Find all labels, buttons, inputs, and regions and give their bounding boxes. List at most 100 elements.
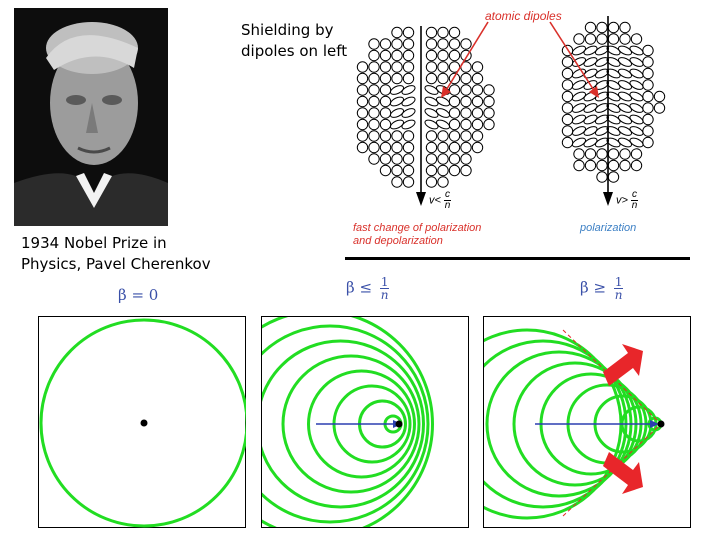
dipole-atom (389, 96, 405, 107)
photo-caption: 1934 Nobel Prize in Physics, Pavel Chere… (21, 233, 211, 275)
right-fraction-num: c (631, 189, 638, 201)
atom (471, 118, 484, 131)
photo-caption-line1: 1934 Nobel Prize in (21, 234, 167, 252)
dipole-atom (617, 137, 633, 148)
atom (402, 26, 415, 39)
photo-caption-line2: Physics, Pavel Cherenkov (21, 255, 211, 273)
atom (402, 164, 415, 177)
right-velocity-arrowhead (603, 192, 613, 206)
dipole-atom (583, 137, 598, 148)
atom (573, 159, 585, 172)
dipole-atom (629, 45, 644, 56)
left-diagram-caption: fast change of polarization and depolari… (353, 222, 481, 248)
atom (368, 72, 380, 85)
atom (630, 159, 643, 172)
atom (483, 107, 495, 119)
atom (596, 159, 608, 172)
atom (584, 21, 597, 34)
pointer-arrowhead-right (589, 86, 599, 98)
dipole-atom (629, 114, 644, 125)
atom (437, 130, 449, 142)
atom (448, 95, 461, 108)
beta-relation-3: ≥ (593, 278, 607, 297)
atom (573, 33, 585, 45)
atom (607, 171, 620, 183)
wave-panel-3 (483, 316, 691, 528)
dipole-atom (435, 119, 451, 130)
atom (483, 118, 495, 131)
atom (368, 130, 380, 142)
atom (561, 56, 574, 68)
dipole-atom (571, 45, 587, 56)
dipole-atom (606, 126, 621, 136)
atom (368, 49, 380, 62)
atom (596, 33, 608, 45)
atom (448, 118, 461, 131)
atom (653, 102, 666, 114)
wavefront-circle (307, 369, 416, 479)
cherenkov-arrow-lower (603, 452, 643, 494)
atom (448, 130, 461, 142)
atom (460, 141, 472, 154)
atom (437, 61, 449, 73)
dipole-atom (606, 45, 621, 56)
atom (379, 38, 392, 50)
dipole-atom (389, 85, 405, 95)
left-velocity-text: v< (429, 194, 441, 207)
atom (642, 125, 654, 137)
dipole-atom (583, 126, 598, 136)
left-velocity-arrowhead (416, 192, 426, 206)
atom (437, 26, 449, 39)
atom (448, 153, 461, 165)
pointer-line-left (444, 21, 489, 93)
atom (425, 38, 438, 50)
atom (561, 79, 574, 91)
beta-fraction-3: 1 n (613, 276, 624, 302)
atom (368, 84, 380, 96)
beta-relation-2: ≤ (359, 278, 373, 297)
atom (402, 130, 415, 142)
portrait-photo (14, 8, 168, 226)
atom (356, 72, 369, 85)
atom (402, 49, 415, 62)
beta-fraction-num-2: 1 (379, 275, 390, 289)
beta-symbol-1: β (118, 286, 127, 304)
atom (379, 72, 392, 85)
atom (460, 95, 472, 108)
dipole-atom (401, 108, 416, 118)
atom (607, 21, 620, 34)
dipole-atom (606, 57, 621, 67)
atom (425, 61, 438, 73)
atom (607, 148, 620, 160)
atom (379, 107, 392, 119)
atom (356, 107, 369, 119)
dipole-atom (606, 103, 621, 113)
atom (368, 118, 380, 131)
atom (379, 141, 392, 154)
dipole-atom (583, 57, 598, 67)
dipole-atom (617, 80, 633, 90)
atom (460, 107, 472, 119)
left-caption-line1: fast change of polarization (353, 222, 482, 234)
atom (402, 38, 415, 50)
atom (607, 33, 620, 45)
dipole-atom (571, 68, 587, 79)
dipole-atom (629, 103, 644, 113)
atom (584, 148, 597, 160)
right-velocity-fraction: c n (631, 190, 638, 211)
wavefront-circle (262, 317, 434, 527)
beta-fraction-den-3: n (614, 288, 623, 302)
atom (425, 26, 438, 39)
dipole-atom (617, 126, 633, 136)
dipole-atom (571, 91, 587, 102)
atom (619, 159, 631, 172)
dipole-atom (571, 137, 587, 148)
atom (402, 141, 415, 154)
atom (379, 118, 392, 131)
atom (642, 90, 654, 103)
dipole-atom (389, 108, 405, 118)
atom (379, 61, 392, 73)
dipole-atom (571, 114, 587, 125)
atomic-dipoles-label: atomic dipoles (485, 9, 562, 23)
atom (368, 107, 380, 119)
